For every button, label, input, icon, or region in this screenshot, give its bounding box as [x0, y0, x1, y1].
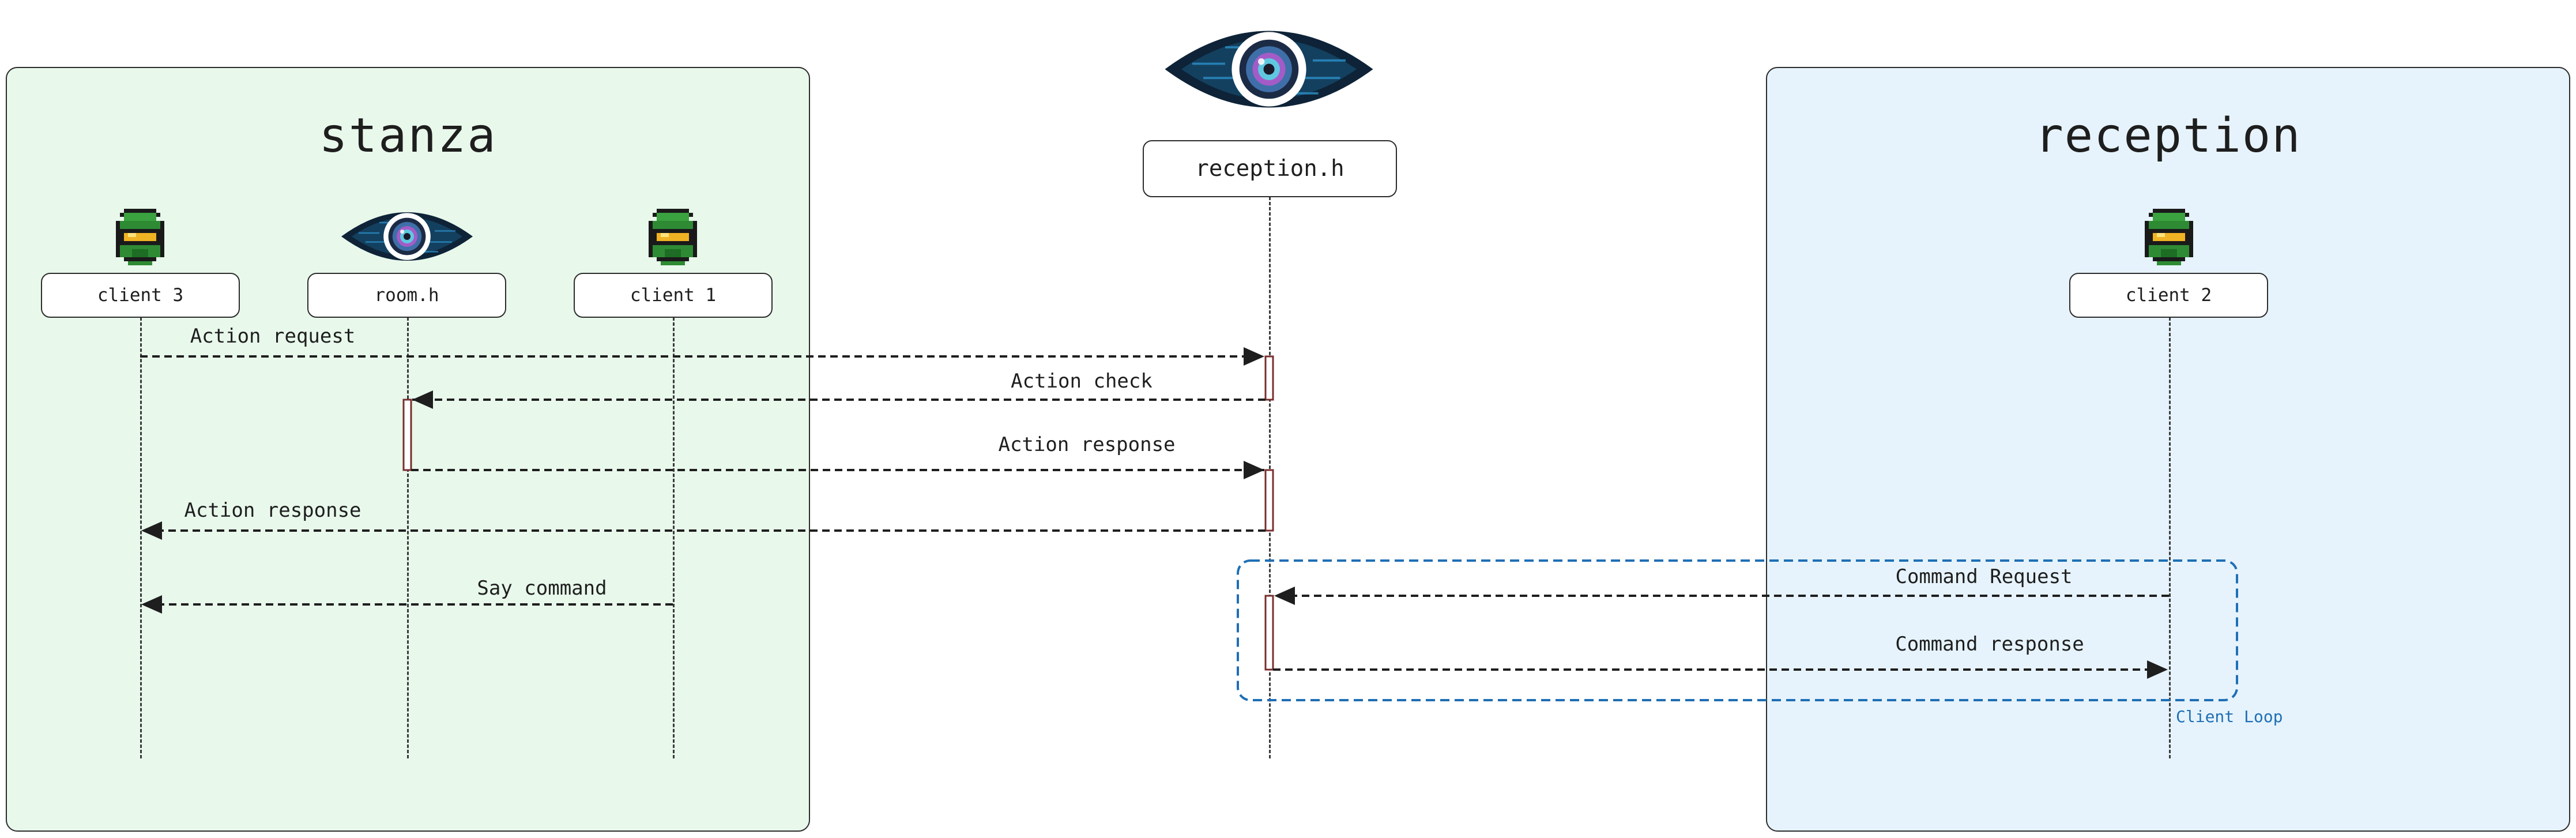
- lifeline-client-2: [2169, 317, 2171, 758]
- lifeline-room-h: [407, 317, 409, 758]
- participant-client-1: client 1: [574, 273, 773, 318]
- message-label-action-response-1: Action response: [998, 433, 1176, 456]
- message-label-command-request: Command Request: [1895, 565, 2073, 588]
- soldier-helmet-icon: [116, 209, 164, 265]
- tech-eye-icon: [341, 212, 473, 261]
- client-loop-label: Client Loop: [2176, 707, 2283, 726]
- participant-client-3-label: client 3: [97, 285, 184, 306]
- message-label-action-check: Action check: [1011, 370, 1153, 393]
- activation-reception-3: [1264, 595, 1274, 671]
- message-label-action-request: Action request: [190, 325, 356, 348]
- tech-eye-icon: [1165, 31, 1373, 108]
- participant-reception-h-label: reception.h: [1195, 156, 1345, 182]
- lifeline-client-1: [673, 317, 675, 758]
- participant-client-1-label: client 1: [630, 285, 717, 306]
- group-reception: reception: [1766, 67, 2570, 832]
- soldier-helmet-icon: [649, 209, 697, 265]
- activation-reception-2: [1264, 469, 1274, 532]
- message-label-command-response: Command response: [1895, 633, 2084, 656]
- participant-reception-h: reception.h: [1143, 140, 1397, 197]
- message-label-say-command: Say command: [477, 577, 607, 600]
- participant-client-2: client 2: [2069, 273, 2268, 318]
- participant-client-2-label: client 2: [2125, 285, 2212, 306]
- participant-room-h-label: room.h: [374, 285, 439, 306]
- activation-room: [402, 399, 412, 471]
- message-label-action-response-2: Action response: [184, 499, 361, 522]
- lifeline-client-3: [140, 317, 142, 758]
- activation-bars: [402, 355, 1274, 671]
- group-reception-title: reception: [2035, 108, 2302, 163]
- participant-room-h: room.h: [307, 273, 506, 318]
- client-loop-frame: [1237, 559, 2238, 701]
- participant-client-3: client 3: [41, 273, 240, 318]
- soldier-helmet-icon: [2145, 209, 2193, 265]
- activation-reception-1: [1264, 355, 1274, 401]
- group-stanza-title: stanza: [319, 108, 497, 163]
